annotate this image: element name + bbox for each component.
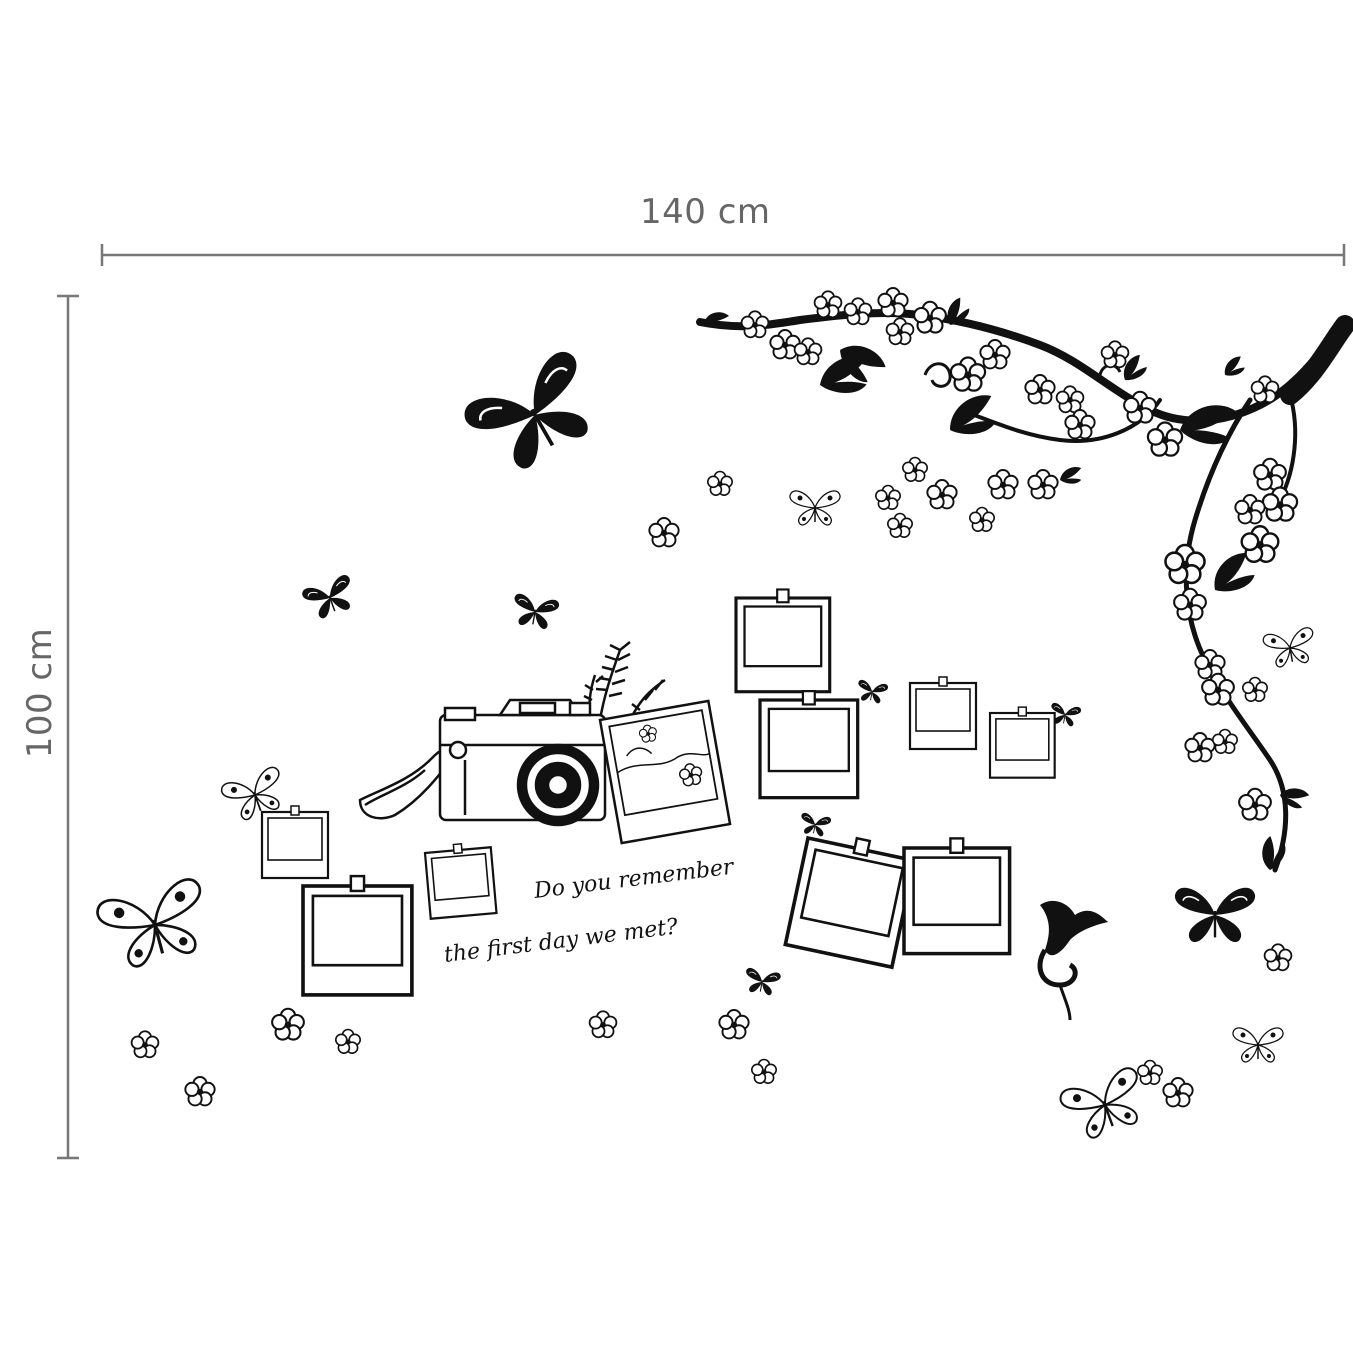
width-dimension-label: 140 cm [640, 192, 771, 232]
bird [1037, 900, 1108, 1021]
width-ruler [100, 244, 1346, 266]
camera [358, 698, 607, 827]
height-ruler [57, 294, 79, 1160]
landscape-photo [598, 699, 732, 845]
blossom-branch [696, 287, 1353, 873]
slogan-line-2: the first day we met? [443, 914, 680, 968]
slogan-line-1: Do you remember [532, 855, 737, 905]
